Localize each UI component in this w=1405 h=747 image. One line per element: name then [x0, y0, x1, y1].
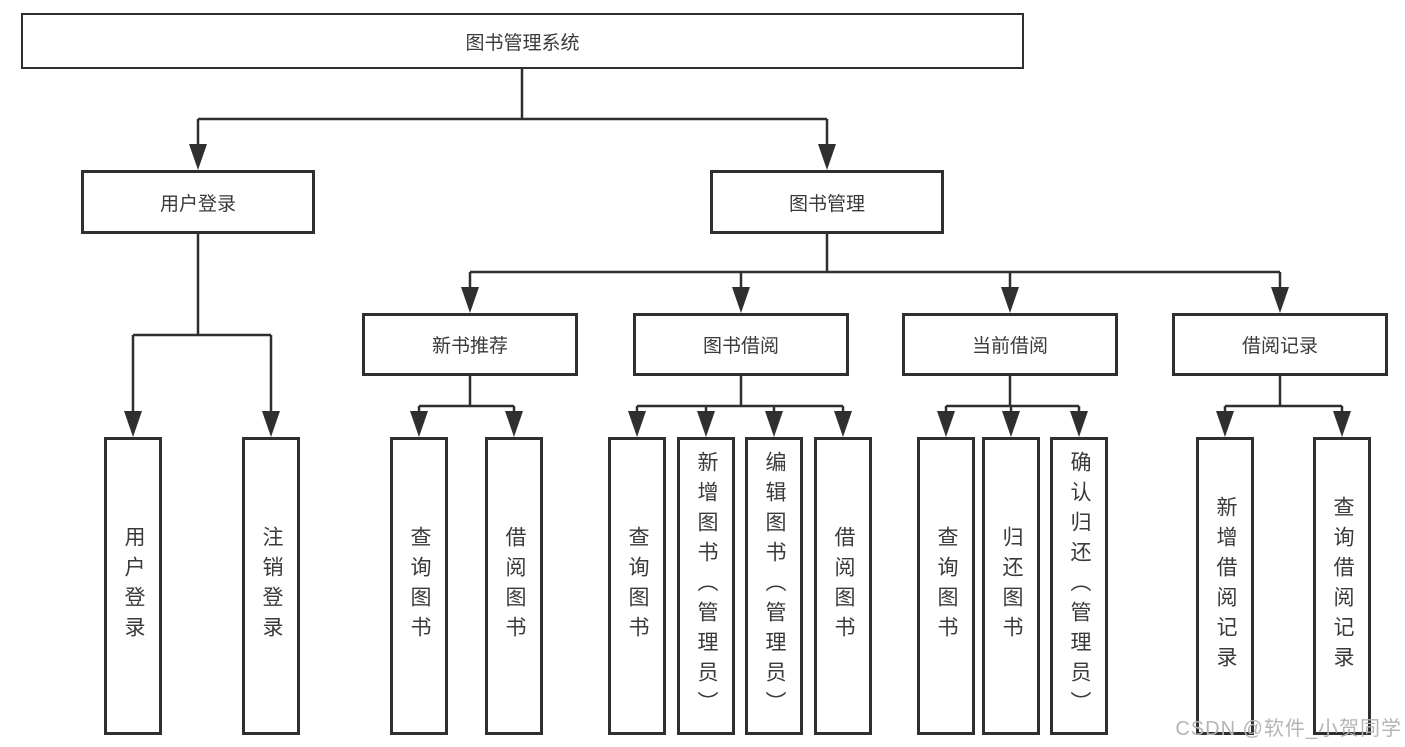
node-borrow-records: 借阅记录 — [1172, 313, 1388, 376]
leaf-query-borrow-record-label: 查询借阅记录 — [1331, 496, 1355, 676]
leaf-query-books-recommend-label: 查询图书 — [408, 526, 432, 646]
node-book-borrow-label: 图书借阅 — [702, 336, 779, 357]
leaf-user-login: 用户登录 — [104, 437, 162, 735]
leaf-query-books-borrow: 查询图书 — [608, 437, 666, 735]
leaf-add-book-admin-label: 新增图书（管理员） — [695, 451, 719, 721]
node-book-management-label: 图书管理 — [788, 193, 865, 215]
node-book-borrow: 图书借阅 — [633, 313, 849, 376]
leaf-query-books-current: 查询图书 — [917, 437, 975, 735]
leaf-logout-label: 注销登录 — [260, 526, 284, 646]
leaf-query-books-current-label: 查询图书 — [935, 526, 959, 646]
leaf-return-book: 归还图书 — [982, 437, 1040, 735]
leaf-logout: 注销登录 — [242, 437, 300, 735]
leaf-confirm-return-admin: 确认归还（管理员） — [1050, 437, 1108, 735]
node-new-book-recommend: 新书推荐 — [362, 313, 578, 376]
leaf-confirm-return-admin-label: 确认归还（管理员） — [1068, 451, 1092, 721]
node-user-login: 用户登录 — [81, 170, 315, 234]
node-new-book-recommend-label: 新书推荐 — [431, 336, 508, 357]
leaf-add-borrow-record: 新增借阅记录 — [1196, 437, 1254, 735]
node-current-borrow: 当前借阅 — [902, 313, 1118, 376]
leaf-query-borrow-record: 查询借阅记录 — [1313, 437, 1371, 735]
leaf-edit-book-admin-label: 编辑图书（管理员） — [763, 451, 787, 721]
node-root: 图书管理系统 — [21, 13, 1024, 69]
leaf-borrow-book-recommend-label: 借阅图书 — [503, 526, 527, 646]
leaf-add-borrow-record-label: 新增借阅记录 — [1214, 496, 1238, 676]
leaf-edit-book-admin: 编辑图书（管理员） — [745, 437, 803, 735]
leaf-borrow-book-label: 借阅图书 — [832, 526, 856, 646]
node-book-management: 图书管理 — [710, 170, 944, 234]
leaf-borrow-book-recommend: 借阅图书 — [485, 437, 543, 735]
node-root-label: 图书管理系统 — [465, 32, 580, 54]
leaf-query-books-borrow-label: 查询图书 — [626, 526, 650, 646]
leaf-add-book-admin: 新增图书（管理员） — [677, 437, 735, 735]
leaf-user-login-label: 用户登录 — [122, 526, 146, 646]
node-current-borrow-label: 当前借阅 — [971, 336, 1048, 357]
leaf-query-books-recommend: 查询图书 — [390, 437, 448, 735]
node-user-login-label: 用户登录 — [159, 193, 236, 215]
leaf-return-book-label: 归还图书 — [1000, 526, 1024, 646]
leaf-borrow-book: 借阅图书 — [814, 437, 872, 735]
node-borrow-records-label: 借阅记录 — [1241, 336, 1318, 357]
